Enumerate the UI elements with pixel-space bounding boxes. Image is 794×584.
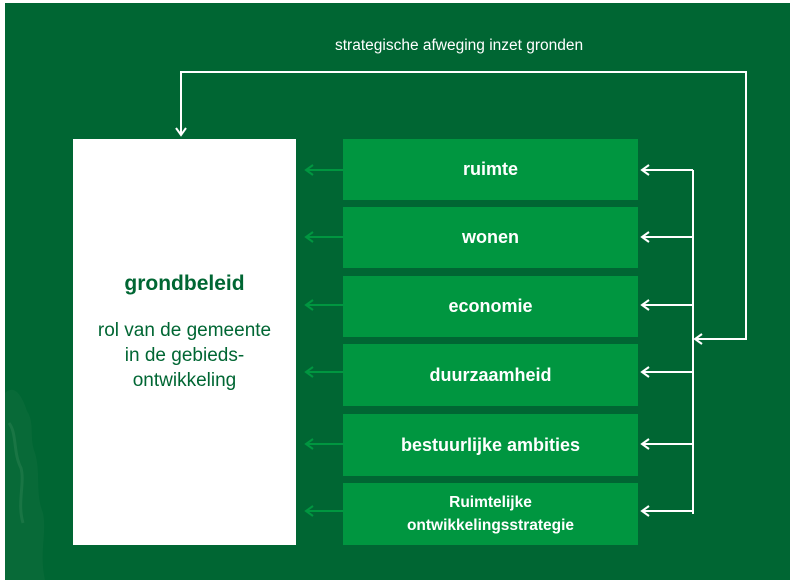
factor-label: duurzaamheid — [429, 364, 552, 385]
main-box-title: grondbeleid — [124, 271, 245, 295]
arrow-left-icon — [640, 438, 693, 450]
factor-label: ruimte — [462, 159, 518, 179]
factor-label: wonen — [462, 227, 519, 247]
factor-label: bestuurlijke ambities — [400, 434, 581, 455]
subtitle-line: rol van de gemeente — [97, 319, 272, 341]
arrow-left-icon — [304, 299, 343, 311]
factor-box-ruimte: ruimte — [343, 139, 638, 200]
arrow-left-icon — [304, 505, 343, 517]
arrow-left-icon — [640, 366, 693, 378]
factor-box-bestuurlijke-ambities: bestuurlijke ambities — [343, 414, 638, 476]
background-texture — [5, 389, 45, 580]
grondbeleid-box: grondbeleid rol van de gemeente in de ge… — [73, 139, 296, 545]
factor-box-economie: economie — [343, 276, 638, 337]
factor-box-duurzaamheid: duurzaamheid — [343, 344, 638, 406]
arrow-left-icon — [640, 505, 693, 517]
arrow-left-icon — [640, 299, 693, 311]
arrow-left-icon — [304, 438, 343, 450]
subtitle-line: ontwikkeling — [132, 369, 237, 391]
arrow-left-icon — [304, 231, 343, 243]
diagram-canvas: strategische afweging inzet gronden — [5, 3, 790, 580]
factor-box-wonen: wonen — [343, 207, 638, 268]
subtitle-line: in de gebieds- — [124, 344, 245, 366]
factor-label-line: ontwikkelingsstrategie — [406, 517, 575, 534]
factor-box-ruimtelijke-ontwikkelingsstrategie: Ruimtelijke ontwikkelingsstrategie — [343, 483, 638, 545]
arrow-down-icon — [175, 127, 187, 137]
main-box-subtitle: rol van de gemeente in de gebieds- ontwi… — [98, 318, 271, 393]
arrow-left-icon — [304, 164, 343, 176]
arrow-left-icon — [640, 231, 693, 243]
arrow-left-icon — [693, 333, 703, 345]
factor-label-line: Ruimtelijke — [449, 494, 532, 511]
factor-label: economie — [448, 296, 533, 316]
arrow-left-icon — [304, 366, 343, 378]
feedback-label-text: strategische afweging inzet gronden — [335, 37, 584, 54]
arrow-left-icon — [640, 164, 693, 176]
